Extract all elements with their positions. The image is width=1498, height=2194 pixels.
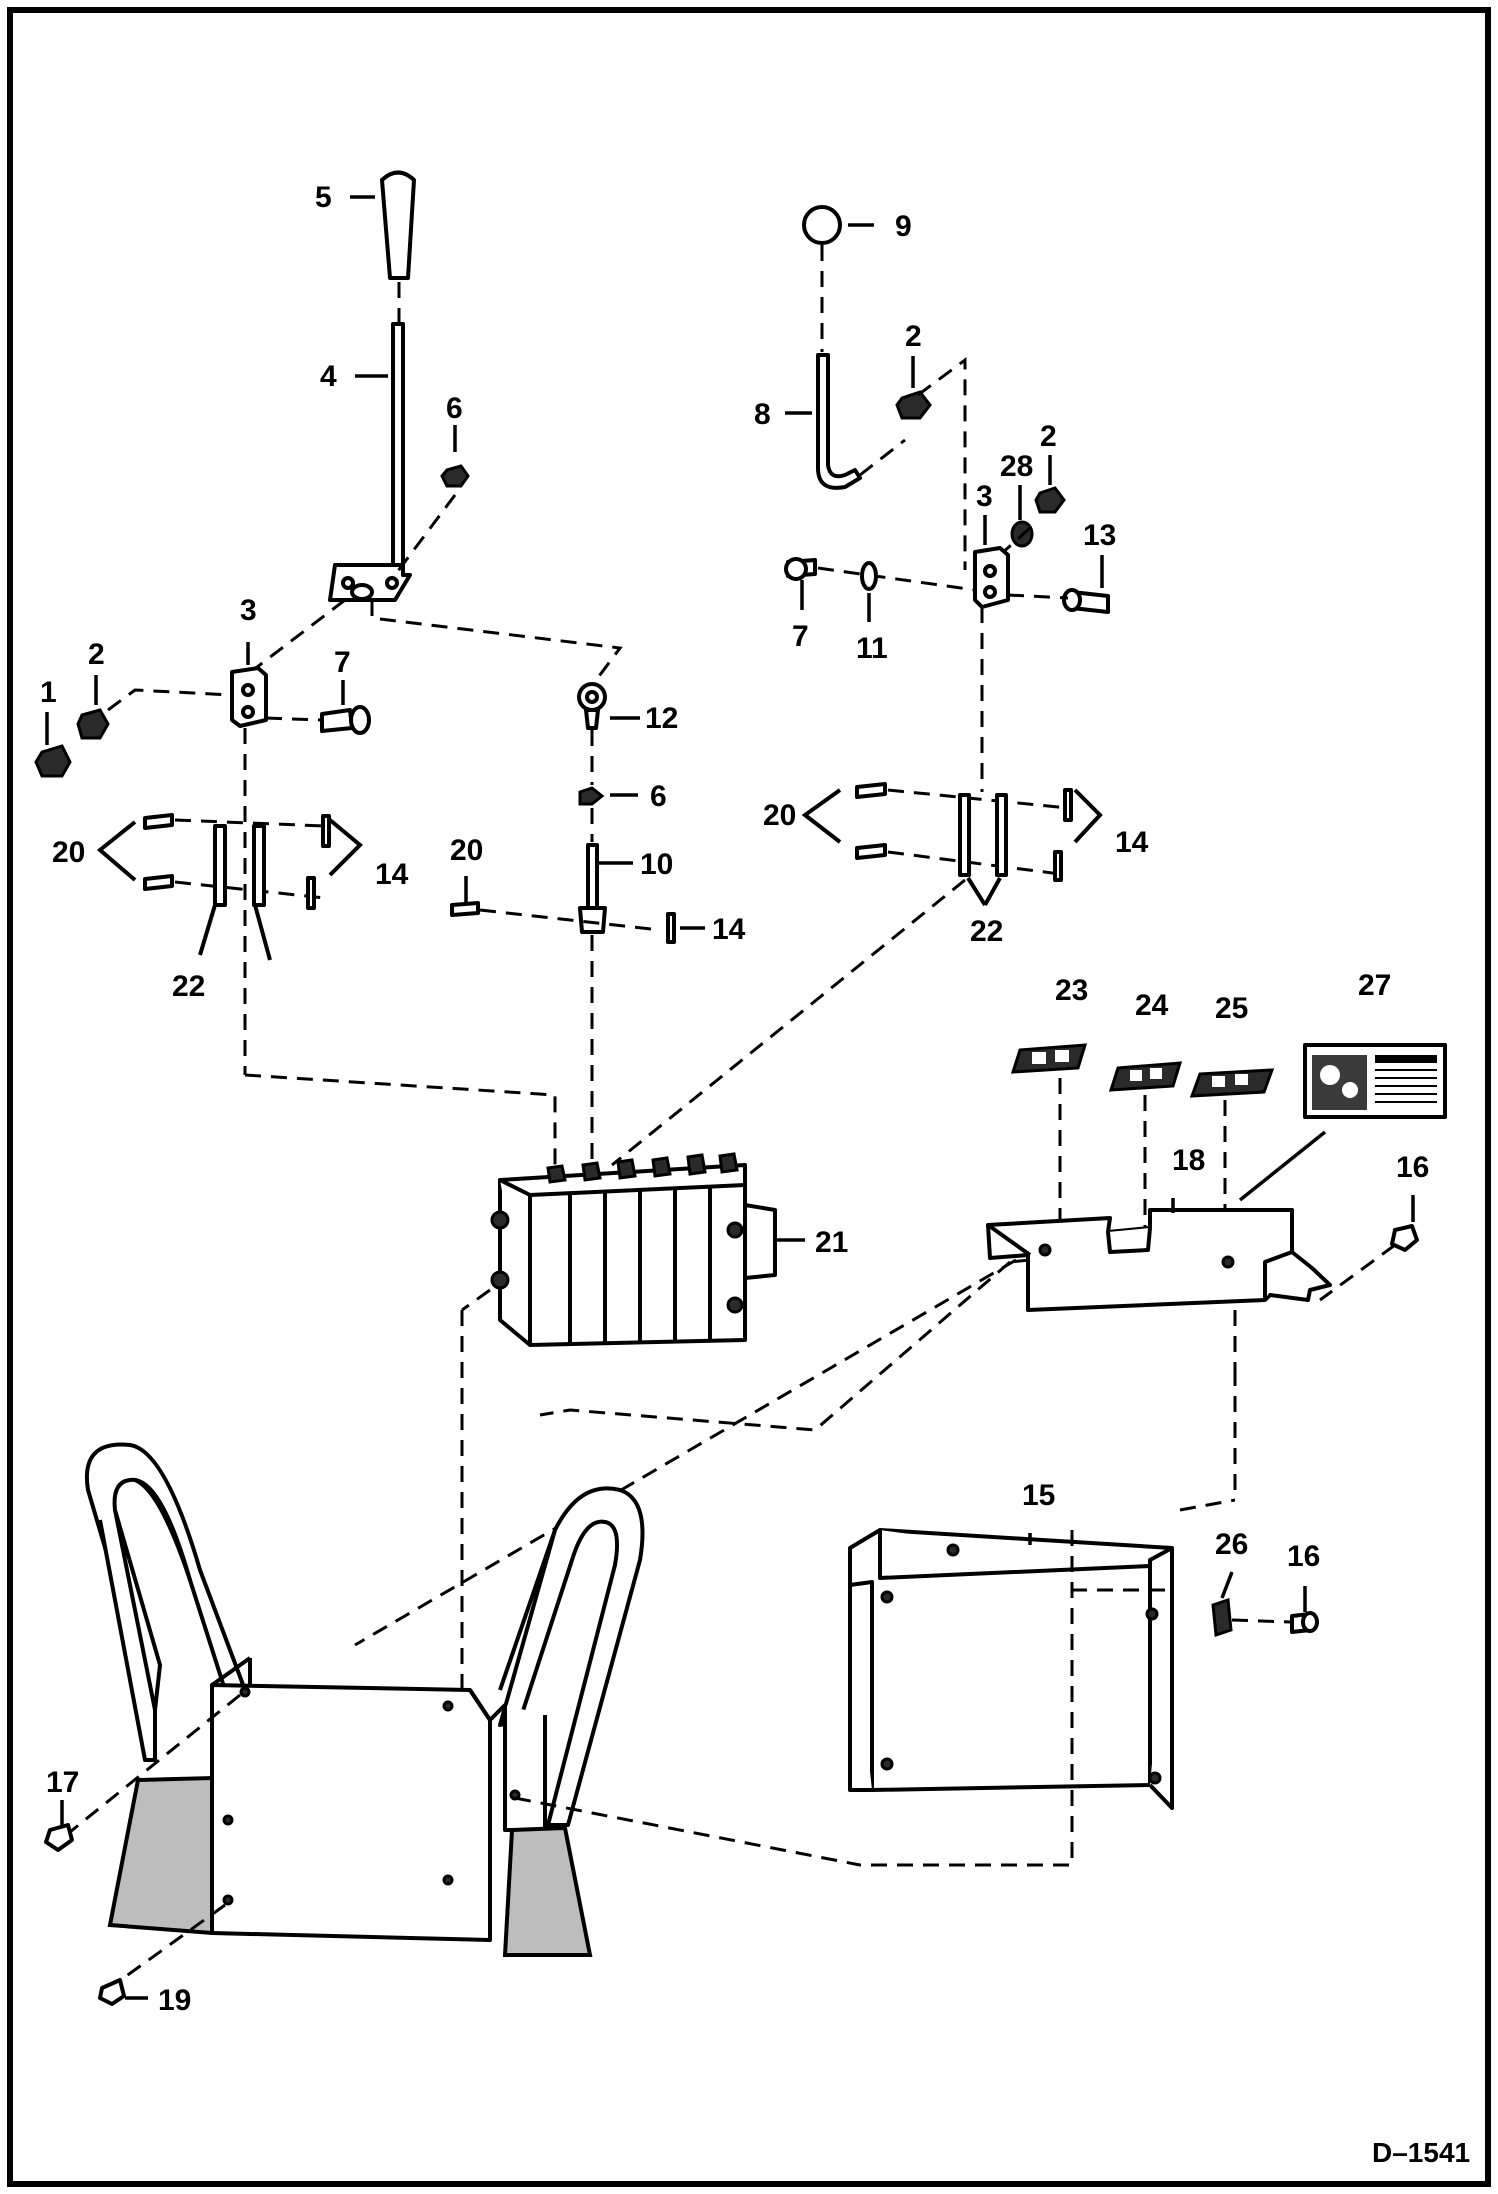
callout-label: 22 — [970, 915, 1003, 948]
cotter-pin — [1053, 850, 1063, 882]
callout-label: 17 — [46, 1766, 79, 1799]
right-skirt — [502, 1825, 593, 1957]
callout-label: 5 — [315, 181, 332, 214]
callout-label: 6 — [446, 392, 463, 425]
pin — [450, 901, 480, 917]
callout-label: 1 — [40, 676, 57, 709]
callout-label: 3 — [240, 594, 257, 627]
clevis-plate — [213, 824, 227, 907]
callout-label: 28 — [1000, 450, 1033, 483]
callout-label: 3 — [976, 480, 993, 513]
cotter-pin — [321, 814, 331, 848]
clevis-plate — [995, 793, 1008, 877]
stand-frame — [44, 1442, 861, 2006]
right-handle-loop — [498, 1486, 645, 1827]
bolt — [98, 1978, 126, 2006]
pin — [143, 874, 174, 891]
cotter-pin — [1063, 788, 1073, 822]
spool-tops — [546, 1152, 739, 1184]
callout-label: 13 — [1083, 519, 1116, 552]
left-skirt — [107, 1775, 214, 1936]
lever-grip — [380, 170, 416, 280]
front-plate — [210, 1683, 492, 1942]
callout-label: 20 — [450, 834, 483, 867]
clevis — [586, 843, 599, 910]
callout-label: 16 — [1396, 1151, 1429, 1184]
knob — [802, 205, 842, 245]
callout-label: 14 — [1115, 826, 1149, 859]
callout-label: 15 — [1022, 1479, 1055, 1512]
callout-label: 18 — [1172, 1144, 1205, 1177]
callout-label: 8 — [754, 398, 771, 431]
callout-label: 16 — [1287, 1540, 1320, 1573]
bolt — [1390, 1224, 1419, 1252]
nut — [1034, 486, 1066, 514]
nut — [578, 786, 605, 806]
callout-label: 24 — [1135, 989, 1169, 1022]
bent-lever — [816, 353, 862, 490]
decal — [1189, 1068, 1275, 1098]
nut — [895, 390, 932, 420]
nut — [76, 708, 110, 740]
decal — [1010, 1043, 1088, 1074]
control-valve — [460, 1152, 777, 1690]
callout-label: 23 — [1055, 974, 1088, 1007]
callout-label: 20 — [52, 836, 85, 869]
cotter-pin — [306, 876, 316, 910]
pin — [855, 782, 887, 799]
callout-label: 4 — [320, 360, 337, 393]
cotter-pin — [666, 912, 676, 944]
callout-label: 14 — [712, 913, 746, 946]
pin — [143, 813, 174, 830]
callout-label: 12 — [645, 702, 678, 735]
callout-label: 21 — [815, 1226, 848, 1259]
nut — [440, 464, 470, 488]
nut — [34, 744, 72, 778]
u-channel-cover — [848, 1498, 1319, 1867]
bolt — [44, 1823, 74, 1852]
callout-label: 7 — [334, 646, 351, 679]
lever-rod — [391, 322, 405, 577]
callout-label: 9 — [895, 210, 912, 243]
center-link-assembly — [450, 682, 676, 1165]
bolt — [320, 708, 354, 733]
callout-label: 10 — [640, 848, 673, 881]
decal — [1108, 1061, 1183, 1092]
decals — [1010, 1043, 1447, 1250]
leader-lines — [45, 195, 1415, 2000]
callout-label: 25 — [1215, 992, 1248, 1025]
callout-label: 22 — [172, 970, 205, 1003]
pin — [855, 843, 887, 860]
clevis-plate — [252, 824, 266, 907]
valve-cover-panel — [354, 1208, 1419, 1647]
right-lever-assembly — [611, 205, 1110, 1167]
drawing-number: D–1541 — [1372, 2137, 1470, 2168]
left-lever-assembly — [34, 170, 623, 1165]
callout-label: 2 — [905, 320, 922, 353]
callout-label: 26 — [1215, 1528, 1248, 1561]
callouts: 5 4 6 3 2 1 7 12 6 10 20 14 22 20 14 9 2… — [40, 181, 1429, 2017]
callout-label: 20 — [763, 799, 796, 832]
callout-label: 7 — [792, 620, 809, 653]
washer — [860, 561, 878, 591]
pivot-block — [230, 666, 268, 728]
clip — [1211, 1597, 1233, 1638]
callout-label: 2 — [88, 638, 105, 671]
callout-label: 27 — [1358, 969, 1391, 1002]
brackets — [96, 788, 1103, 961]
callout-label: 2 — [1040, 420, 1057, 453]
clevis-plate — [958, 793, 971, 877]
callout-label: 11 — [856, 632, 888, 665]
callout-label: 14 — [375, 858, 409, 891]
warning-decal — [1303, 1043, 1447, 1119]
callout-label: 19 — [158, 1984, 191, 2017]
diagram-frame — [7, 7, 1491, 2187]
callout-label: 6 — [650, 780, 667, 813]
